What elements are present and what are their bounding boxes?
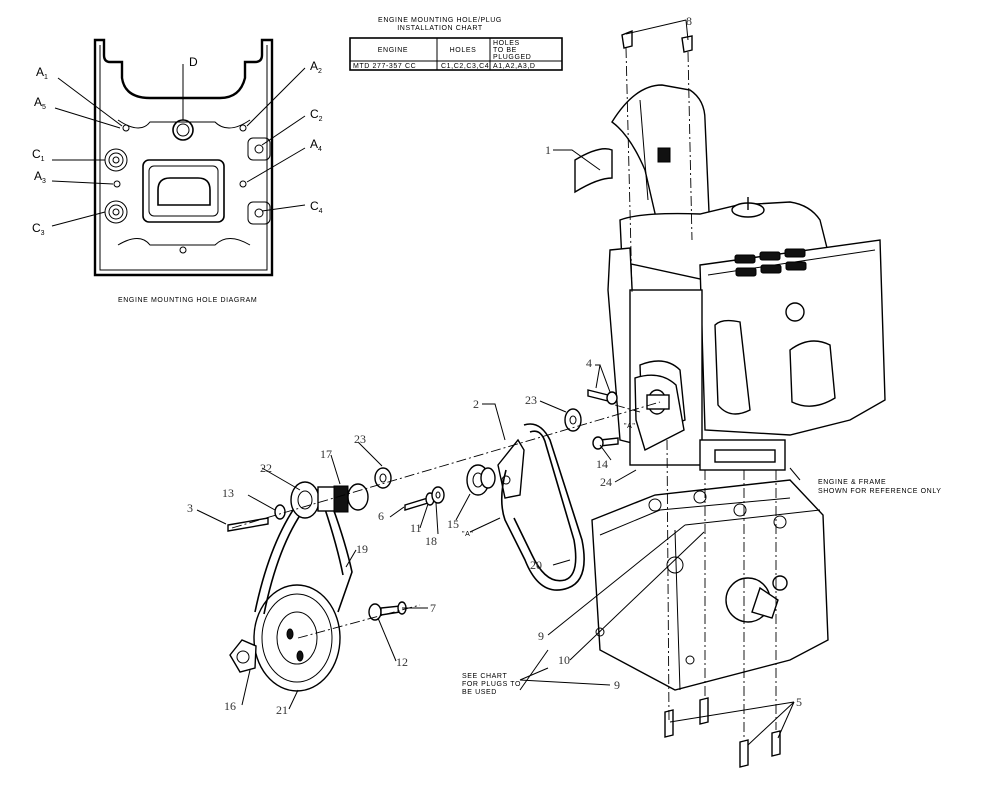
callout-17: 17 [320,447,332,461]
chart-cell-engine: MTD 277-357 CC [353,63,416,70]
chart-header-plugged-3: PLUGGED [493,54,531,61]
callout-7: 7 [430,601,436,615]
callout-9-bottom: 9 [614,678,620,692]
drive-parts-drawing [227,29,781,768]
plate-label-a2: A2 [310,59,322,75]
mounting-plate-drawing [51,38,306,277]
note-see-chart-3: BE USED [462,689,497,696]
plate-caption: ENGINE MOUNTING HOLE DIAGRAM [118,297,257,304]
note-engine-frame-2: SHOWN FOR REFERENCE ONLY [818,488,942,495]
callout-leaders [196,19,801,746]
ref-a-bottom: "A" [462,531,473,538]
engine-drawing [574,84,886,471]
callout-12: 12 [396,655,408,669]
callout-21: 21 [276,703,288,717]
chart-header-plugged-2: TO BE [493,47,517,54]
callout-24: 24 [600,475,612,489]
callout-20: 20 [530,558,542,572]
note-engine-frame-1: ENGINE & FRAME [818,479,886,486]
chart-cell-plugged: A1,A2,A3,D [493,63,536,70]
installation-chart: ENGINE MOUNTING HOLE/PLUG INSTALLATION C… [349,17,563,71]
chart-header-plugged-1: HOLES [493,40,520,47]
plate-label-a4: A4 [310,137,322,153]
chart-header-holes: HOLES [450,47,477,54]
ref-a-top: "A" [624,423,635,430]
callout-18: 18 [425,534,437,548]
plate-label-a5: A5 [34,95,46,111]
plate-label-d: D [189,55,198,69]
note-see-chart-1: SEE CHART [462,673,507,680]
callout-19: 19 [356,542,368,556]
assembly-centerlines [231,47,777,740]
chart-header-engine: ENGINE [378,47,408,54]
callout-11: 11 [410,521,422,535]
plate-label-c2: C2 [310,107,323,123]
callout-3: 3 [187,501,193,515]
note-see-chart-2: FOR PLUGS TO [462,681,521,688]
callout-15: 15 [447,517,459,531]
callout-13: 13 [222,486,234,500]
callout-6: 6 [378,509,384,523]
plate-label-c3: C3 [32,221,45,237]
chart-cell-holes: C1,C2,C3,C4 [441,63,489,70]
plate-label-c4: C4 [310,199,323,215]
plate-label-a3: A3 [34,169,46,185]
plate-label-c1: C1 [32,147,45,163]
chart-title-line2: INSTALLATION CHART [397,25,483,32]
callout-10: 10 [558,653,570,667]
callout-16: 16 [224,699,236,713]
callout-14: 14 [596,457,608,471]
frame-drawing [591,479,829,691]
chart-title-line1: ENGINE MOUNTING HOLE/PLUG [378,17,502,24]
callout-23-left: 23 [354,432,366,446]
callout-9-top: 9 [538,629,544,643]
callout-4: 4 [586,356,592,370]
plate-label-a1: A1 [36,65,48,81]
callout-2: 2 [473,397,479,411]
callout-5: 5 [796,695,802,709]
callout-1: 1 [545,143,551,157]
callout-22: 22 [260,461,272,475]
callout-8: 8 [686,14,692,28]
callout-23-right: 23 [525,393,537,407]
